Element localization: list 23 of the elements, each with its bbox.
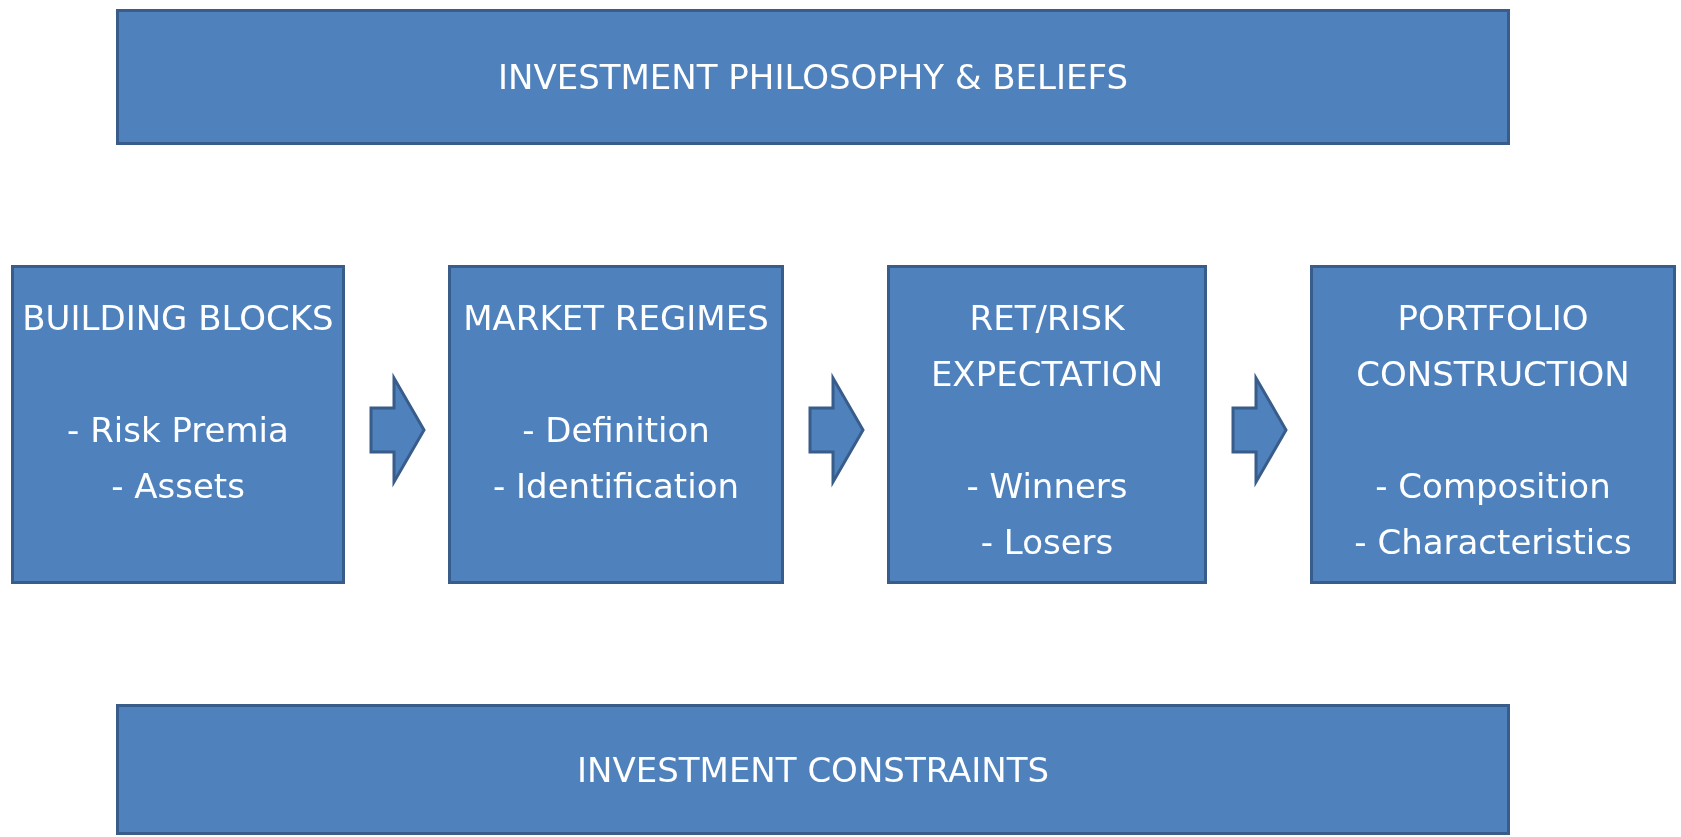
bullet-item: - Assets [110,465,246,508]
box-title: BUILDING BLOCKS [21,297,335,340]
box-title: MARKET REGIMES [462,297,770,340]
box-title: INVESTMENT CONSTRAINTS [577,749,1049,790]
bullet-item: - Characteristics [1353,521,1633,564]
bullet-item: - Identification [492,465,740,508]
block-arrow [1231,372,1288,488]
bullet-item: - Risk Premia [66,409,290,452]
process-box [11,265,345,584]
process-box [1310,265,1676,584]
block-arrow [369,372,426,488]
banner-box [116,9,1510,145]
banner-box [116,704,1510,835]
box-title: RET/RISK EXPECTATION [929,297,1165,396]
box-title: PORTFOLIO CONSTRUCTION [1355,297,1631,396]
bullet-item: - Definition [521,409,711,452]
bullet-item: - Composition [1374,465,1612,508]
block-arrow [808,372,865,488]
bullet-item: - Losers [979,521,1115,564]
bullet-item: - Winners [965,465,1129,508]
box-title: INVESTMENT PHILOSOPHY & BELIEFS [497,57,1129,97]
process-box [448,265,784,584]
process-box [887,265,1207,584]
